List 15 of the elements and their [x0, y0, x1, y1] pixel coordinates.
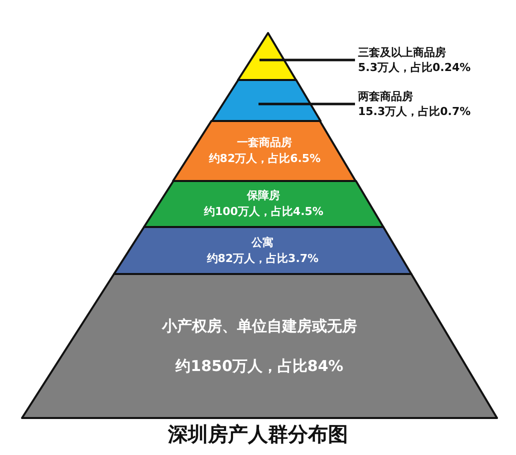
category-label: 三套及以上商品房 [358, 45, 447, 60]
layer-label: 一套商品房 [236, 136, 294, 150]
layer-value: 约82万人，占比3.7% [206, 252, 320, 266]
leader-line [258, 102, 355, 106]
value-label: 5.3万人，占比0.24% [358, 60, 471, 75]
layer-label: 公寓 [250, 236, 275, 250]
layer-value: 约82万人，占比6.5% [208, 152, 322, 166]
layer-label: 小产权房、单位自建房或无房 [160, 317, 358, 335]
layer-value: 约1850万人，占比84% [174, 357, 344, 375]
leader-line [259, 58, 355, 62]
layer-value: 约100万人，占比4.5% [202, 205, 324, 219]
layer-label: 保障房 [246, 189, 282, 203]
category-label: 两套商品房 [358, 89, 414, 104]
chart-title: 深圳房产人群分布图 [166, 421, 349, 448]
value-label: 15.3万人，占比0.7% [358, 104, 471, 119]
